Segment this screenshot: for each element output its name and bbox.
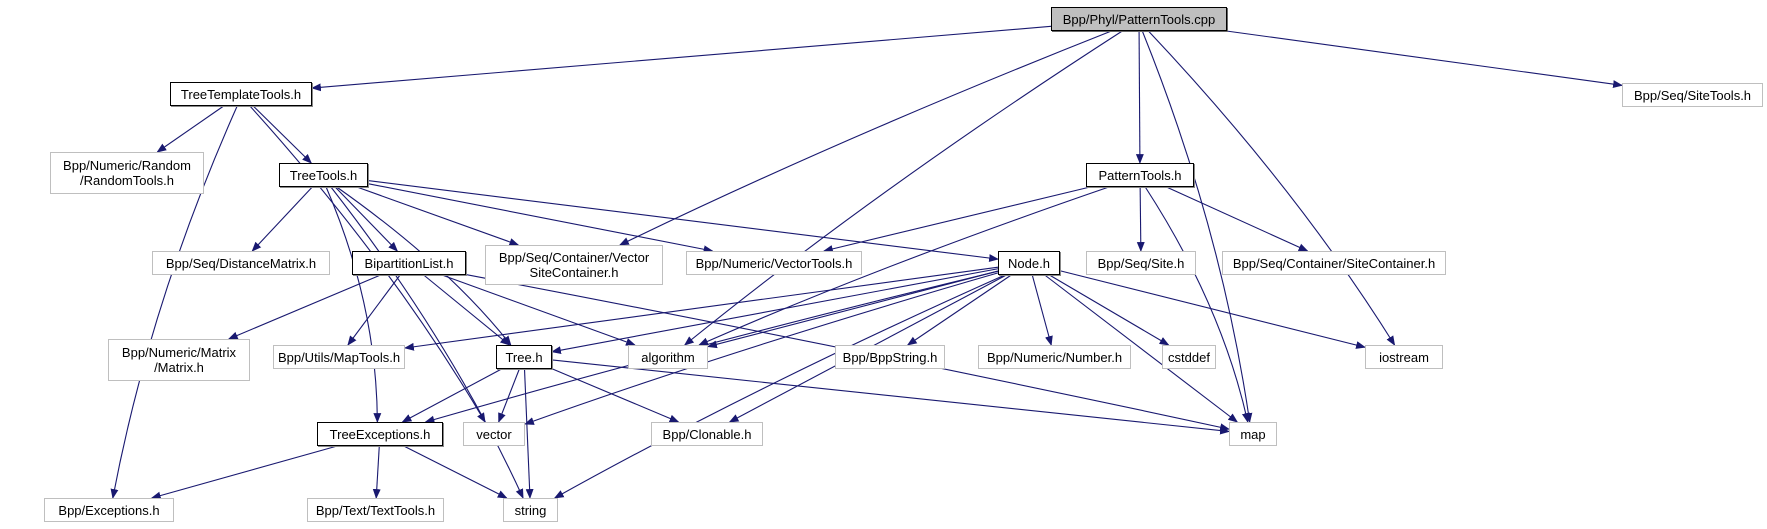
- graph-node-maptools[interactable]: Bpp/Utils/MapTools.h: [273, 345, 405, 369]
- graph-node-sitecontainer[interactable]: Bpp/Seq/Container/SiteContainer.h: [1222, 251, 1446, 275]
- graph-node-algorithm[interactable]: algorithm: [628, 345, 708, 369]
- edge-root-to-vectorsitecontainer: [619, 30, 1112, 246]
- graph-node-exceptions[interactable]: Bpp/Exceptions.h: [44, 498, 174, 522]
- edge-root-to-patterntools: [1135, 30, 1144, 164]
- edge-treetools-to-distancematrix: [251, 186, 313, 252]
- edge-treetemplatetools-to-exceptions: [110, 105, 238, 499]
- edge-tree-to-map: [551, 359, 1230, 435]
- graph-node-number[interactable]: Bpp/Numeric/Number.h: [978, 345, 1131, 369]
- edge-node-to-iostream: [1059, 270, 1366, 349]
- edge-patterntools-to-site: [1136, 186, 1145, 252]
- edge-treetools-to-vectortools: [367, 183, 714, 254]
- graph-node-randomtools[interactable]: Bpp/Numeric/Random /RandomTools.h: [50, 152, 204, 194]
- graph-node-root[interactable]: Bpp/Phyl/PatternTools.cpp: [1051, 7, 1227, 31]
- edge-patterntools-to-sitecontainer: [1166, 186, 1309, 252]
- graph-node-matrix[interactable]: Bpp/Numeric/Matrix /Matrix.h: [108, 339, 250, 381]
- graph-node-sitetools[interactable]: Bpp/Seq/SiteTools.h: [1622, 83, 1763, 107]
- graph-node-node[interactable]: Node.h: [998, 251, 1060, 275]
- edge-tree-to-string: [523, 368, 534, 499]
- graph-node-string[interactable]: string: [503, 498, 558, 522]
- edge-patterntools-to-map: [1144, 186, 1250, 423]
- graph-node-vectortools[interactable]: Bpp/Numeric/VectorTools.h: [686, 251, 862, 275]
- edge-root-to-map: [1141, 30, 1253, 423]
- edge-node-to-tree: [551, 268, 999, 355]
- edge-node-to-vector: [524, 272, 999, 425]
- edge-bipartitionlist-to-matrix: [227, 274, 381, 340]
- edge-treetools-to-treeexceptions: [325, 186, 382, 423]
- edge-node-to-string: [553, 274, 1006, 499]
- graph-node-patterntools[interactable]: PatternTools.h: [1086, 163, 1194, 187]
- edge-node-to-algorithm: [707, 270, 999, 349]
- edge-node-to-number: [1031, 274, 1053, 346]
- edge-root-to-algorithm: [683, 30, 1123, 346]
- graph-node-bppstring[interactable]: Bpp/BppString.h: [835, 345, 945, 369]
- edge-treetemplatetools-to-randomtools: [156, 105, 224, 153]
- edge-root-to-iostream: [1148, 30, 1396, 346]
- edge-treeexceptions-to-string: [403, 445, 508, 499]
- edge-node-to-bppstring: [906, 274, 1012, 346]
- graph-node-vectorsitecontainer[interactable]: Bpp/Seq/Container/Vector SiteContainer.h: [485, 245, 663, 285]
- graph-node-vector[interactable]: vector: [463, 422, 525, 446]
- edge-bipartitionlist-to-maptools: [347, 274, 401, 346]
- graph-node-bipartitionlist[interactable]: BipartitionList.h: [352, 251, 466, 275]
- edge-tree-to-treeexceptions: [401, 368, 502, 423]
- edge-treetools-to-node: [367, 180, 999, 262]
- edge-treetools-to-string: [330, 186, 524, 499]
- edge-treeexceptions-to-texttools: [372, 445, 381, 499]
- edge-root-to-treetemplatetools: [311, 25, 1052, 92]
- edge-patterntools-to-vectortools: [822, 186, 1091, 253]
- graph-node-treetemplatetools[interactable]: TreeTemplateTools.h: [170, 82, 312, 106]
- graph-node-cstddef[interactable]: cstddef: [1162, 345, 1216, 369]
- edge-tree-to-clonable: [551, 368, 680, 423]
- edge-root-to-sitetools: [1226, 30, 1623, 89]
- graph-node-distancematrix[interactable]: Bpp/Seq/DistanceMatrix.h: [152, 251, 330, 275]
- edge-tree-to-vector: [498, 368, 520, 423]
- edge-treeexceptions-to-exceptions: [150, 445, 338, 500]
- graph-node-clonable[interactable]: Bpp/Clonable.h: [651, 422, 763, 446]
- edge-bipartitionlist-to-algorithm: [441, 274, 636, 346]
- graph-node-iostream[interactable]: iostream: [1365, 345, 1443, 369]
- edge-treetemplatetools-to-treetools: [252, 105, 312, 164]
- graph-node-site[interactable]: Bpp/Seq/Site.h: [1086, 251, 1196, 275]
- graph-node-tree[interactable]: Tree.h: [496, 345, 552, 369]
- graph-node-treeexceptions[interactable]: TreeExceptions.h: [317, 422, 443, 446]
- edge-treetools-to-bipartitionlist: [334, 186, 399, 252]
- edge-node-to-maptools: [404, 266, 999, 351]
- graph-node-treetools[interactable]: TreeTools.h: [279, 163, 368, 187]
- edge-bipartitionlist-to-tree: [423, 274, 511, 346]
- graph-node-map[interactable]: map: [1229, 422, 1277, 446]
- edge-patterntools-to-algorithm: [698, 186, 1110, 346]
- graph-node-texttools[interactable]: Bpp/Text/TextTools.h: [307, 498, 444, 522]
- edge-node-to-cstddef: [1049, 274, 1170, 346]
- edge-treetools-to-vectorsitecontainer: [356, 186, 520, 246]
- edge-node-to-map: [1044, 274, 1239, 423]
